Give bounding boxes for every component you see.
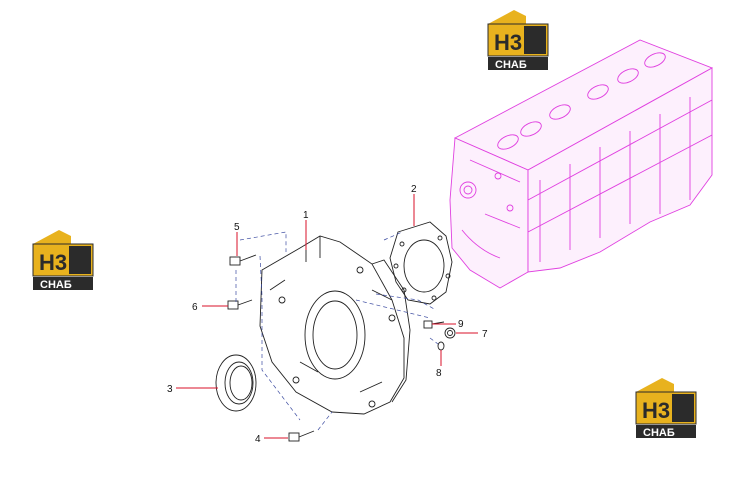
callout-1: 1	[303, 210, 309, 221]
watermark-logo-top: H3 СНАБ	[487, 10, 549, 71]
part-6-bolt	[227, 299, 253, 310]
callout-2: 2	[411, 184, 417, 195]
part-5-bolt	[229, 254, 257, 266]
callout-5: 5	[234, 222, 240, 233]
part-8-washer	[437, 341, 445, 351]
svg-text:H3: H3	[494, 30, 522, 55]
assembly-lines	[235, 231, 439, 431]
callout-leaders	[176, 194, 478, 439]
callout-7: 7	[482, 329, 488, 340]
callout-numbers: 1 2 3 4 5 6 7 8 9	[167, 184, 488, 445]
part-7-plug	[444, 327, 456, 339]
callout-8: 8	[436, 368, 442, 379]
part-1-flywheel-housing	[259, 232, 411, 415]
part-2-gasket	[389, 221, 453, 305]
engine-block	[449, 39, 714, 289]
svg-text:СНАБ: СНАБ	[40, 279, 72, 291]
callout-4: 4	[255, 434, 261, 445]
watermark-logo-bottom: H3 СНАБ	[635, 378, 697, 439]
part-3-seal	[215, 354, 257, 412]
watermark-logo-left: H3 СНАБ	[32, 230, 94, 291]
callout-9: 9	[458, 319, 464, 330]
part-4-bolt	[288, 430, 315, 442]
callout-6: 6	[192, 302, 198, 313]
cylinder-bores	[497, 52, 666, 150]
svg-text:H3: H3	[39, 250, 67, 275]
svg-text:СНАБ: СНАБ	[643, 427, 675, 439]
svg-text:H3: H3	[642, 398, 670, 423]
callout-3: 3	[167, 384, 173, 395]
svg-text:СНАБ: СНАБ	[495, 59, 527, 71]
